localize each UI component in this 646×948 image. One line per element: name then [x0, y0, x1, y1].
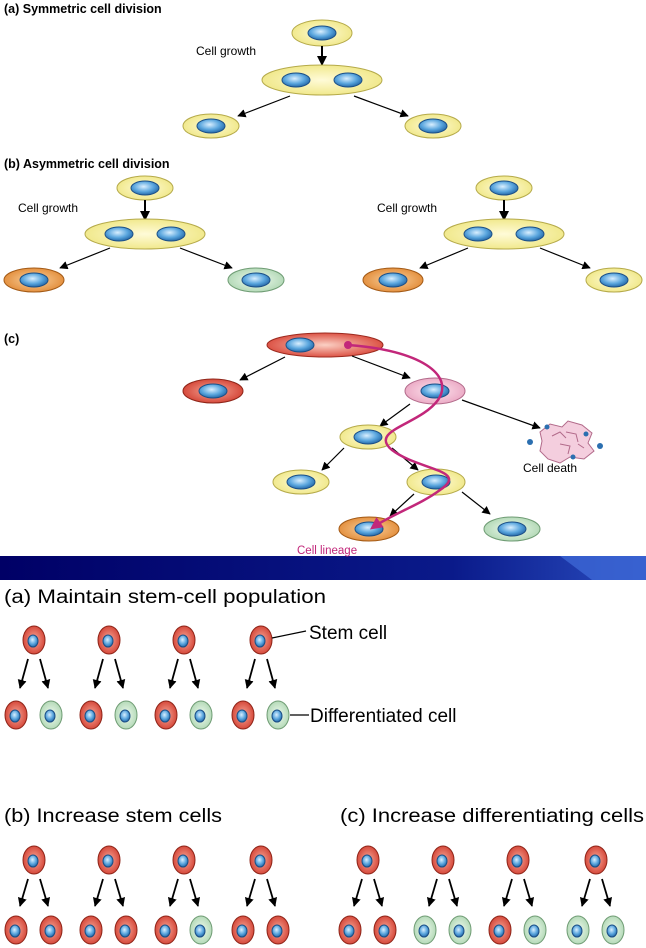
panel-c-cells: Cell death Cell lineage [182, 332, 603, 557]
bottom-panel-c-title: (c) Increase differentiating cells [340, 806, 644, 827]
division-arrow-left [237, 95, 291, 118]
cell-red-elongated [266, 332, 384, 358]
division-group [79, 845, 138, 945]
nucleus [418, 118, 448, 134]
cell-lineage-label: Cell lineage [297, 545, 357, 557]
nucleus [420, 383, 450, 399]
bottom-panel-b-groups [4, 845, 290, 945]
division-arrow-right [353, 95, 409, 118]
nucleus [177, 634, 189, 648]
division-arrow-left [59, 247, 111, 270]
division-arrow-right [461, 491, 491, 515]
division-arrow-left [419, 247, 469, 269]
division-group [231, 845, 290, 945]
stem-cell-pointer [271, 630, 307, 639]
nucleus [281, 72, 311, 88]
division-arrow-right [179, 247, 233, 270]
division-group [488, 845, 547, 945]
nucleus [27, 634, 39, 648]
panel-b-title: (b) Asymmetric cell division [4, 157, 170, 171]
bottom-panel-a-groups [4, 625, 309, 730]
lineage-arrow [347, 343, 451, 530]
cell-yellow-elongated [443, 218, 565, 250]
nucleus [44, 709, 56, 723]
nucleus [130, 180, 160, 196]
division-group [154, 845, 213, 945]
panel-a-cells: Cell growth [182, 19, 462, 139]
nucleus [497, 521, 527, 537]
division-arrow-left [389, 493, 415, 517]
dying-cell [527, 420, 603, 464]
bottom-panel-a-title: (a) Maintain stem-cell population [4, 587, 326, 608]
nucleus [102, 634, 114, 648]
nucleus [421, 474, 451, 490]
nucleus [515, 226, 545, 242]
nucleus [194, 709, 206, 723]
panel-a-title: (a) Symmetric cell division [4, 2, 162, 16]
nucleus [198, 383, 228, 399]
panel-c-label: (c) [4, 332, 19, 346]
division-group [566, 845, 625, 945]
division-group [4, 845, 63, 945]
division-arrow-right [351, 355, 411, 380]
division-group [413, 845, 472, 945]
division-arrow-left [321, 447, 345, 471]
bottom-panel-b-title: (b) Increase stem cells [4, 806, 222, 827]
nucleus [285, 337, 315, 353]
nucleus [236, 709, 248, 723]
nucleus [9, 709, 21, 723]
differentiated-cell-label: Differentiated cell [310, 706, 456, 727]
cell-yellow-elongated [261, 64, 383, 96]
division-arrow-right [539, 247, 591, 270]
divider-accent [560, 556, 646, 580]
nucleus [307, 25, 337, 41]
stem-cell-label: Stem cell [309, 623, 387, 644]
nucleus [353, 429, 383, 445]
nucleus [196, 118, 226, 134]
nucleus [119, 709, 131, 723]
cell-death-label: Cell death [523, 461, 577, 475]
nucleus [19, 272, 49, 288]
division-group [231, 625, 290, 730]
bottom-panel-c-groups [338, 845, 625, 945]
nucleus [378, 272, 408, 288]
panel-b-right-cells: Cell growth [362, 175, 643, 293]
panel-a-growth-label: Cell growth [196, 44, 256, 58]
divider-band [0, 556, 646, 580]
cell-yellow-elongated [84, 218, 206, 250]
nucleus [599, 272, 629, 288]
panel-b-growth-label-right: Cell growth [377, 201, 437, 215]
nucleus [463, 226, 493, 242]
nucleus [254, 634, 266, 648]
nucleus [489, 180, 519, 196]
panel-b-left-cells: Cell growth [3, 175, 285, 293]
nucleus [159, 709, 171, 723]
nucleus [286, 474, 316, 490]
division-arrow-left [379, 403, 411, 427]
nucleus [271, 709, 283, 723]
nucleus [104, 226, 134, 242]
panel-b-growth-label-left: Cell growth [18, 201, 78, 215]
division-group [79, 625, 138, 730]
division-group [4, 625, 63, 730]
division-group [338, 845, 397, 945]
nucleus [84, 709, 96, 723]
nucleus [156, 226, 186, 242]
nucleus [241, 272, 271, 288]
division-arrow-right [461, 399, 541, 430]
division-group [154, 625, 213, 730]
division-arrow-left [239, 356, 286, 381]
nucleus [333, 72, 363, 88]
